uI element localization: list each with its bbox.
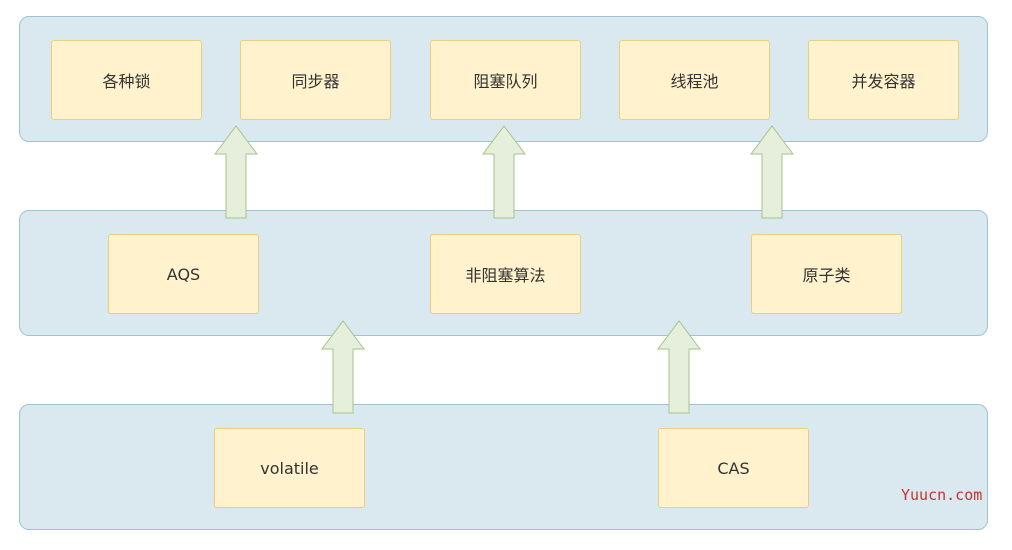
box-aqs[interactable]: AQS <box>108 234 259 314</box>
up-arrow-icon <box>321 320 365 414</box>
arrow-cas-to-middle <box>657 320 701 414</box>
box-atomic-classes[interactable]: 原子类 <box>751 234 902 314</box>
arrow-aqs-to-synchronizer <box>214 125 258 219</box>
arrow-nonblocking-to-queue <box>482 125 526 219</box>
arrow-atomic-to-threadpool <box>750 125 794 219</box>
box-thread-pool[interactable]: 线程池 <box>619 40 770 120</box>
watermark: Yuucn.com <box>901 486 983 504</box>
box-cas[interactable]: CAS <box>658 428 809 508</box>
up-arrow-icon <box>482 125 526 219</box>
box-concurrent-container[interactable]: 并发容器 <box>808 40 959 120</box>
layer-top: 各种锁 同步器 阻塞队列 线程池 并发容器 <box>19 16 988 142</box>
box-volatile[interactable]: volatile <box>214 428 365 508</box>
box-locks[interactable]: 各种锁 <box>51 40 202 120</box>
box-blocking-queue[interactable]: 阻塞队列 <box>430 40 581 120</box>
box-synchronizer[interactable]: 同步器 <box>240 40 391 120</box>
layer-middle: AQS 非阻塞算法 原子类 <box>19 210 988 336</box>
layer-bottom: volatile CAS <box>19 404 988 530</box>
up-arrow-icon <box>750 125 794 219</box>
up-arrow-icon <box>657 320 701 414</box>
arrow-volatile-to-middle <box>321 320 365 414</box>
box-non-blocking-algorithm[interactable]: 非阻塞算法 <box>430 234 581 314</box>
up-arrow-icon <box>214 125 258 219</box>
